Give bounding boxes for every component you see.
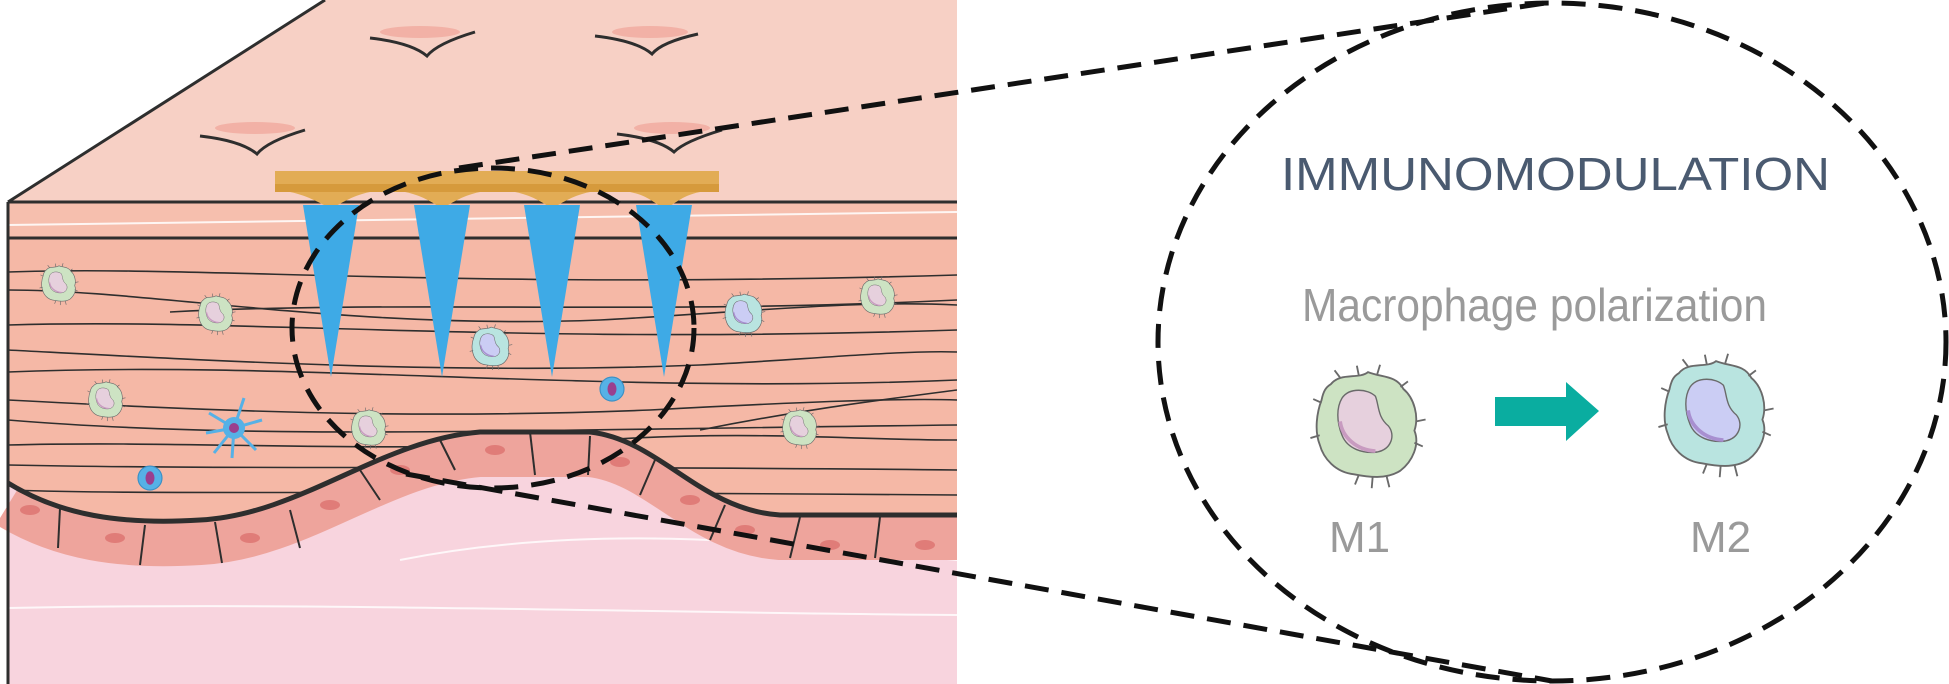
- skin-surface: [8, 0, 957, 202]
- magnified-region-outline: [289, 165, 697, 491]
- dendritic-cell: [205, 397, 263, 459]
- panel-title: IMMUNOMODULATION: [1281, 148, 1830, 200]
- zoom-connector-bottom: [405, 471, 1553, 684]
- cell-dividers: [57, 431, 881, 566]
- skin-creases: [199, 26, 723, 157]
- m1-macrophage-large: [1308, 362, 1428, 491]
- m1-label: M1: [1329, 513, 1390, 562]
- zoom-panel-outline: [1155, 0, 1949, 684]
- immune-cell: [599, 376, 625, 402]
- epidermis-band: [8, 202, 957, 238]
- block-edge: [7, 0, 326, 204]
- microneedle: [303, 205, 359, 377]
- m2-macrophage-large: [1656, 351, 1776, 480]
- microneedle: [414, 205, 470, 377]
- patch-backing-edge: [275, 184, 719, 192]
- microneedle: [636, 205, 692, 377]
- basement-membrane: [6, 429, 957, 524]
- microneedle: [524, 205, 580, 377]
- immune-cell: [137, 465, 163, 491]
- microneedle-patch: [275, 171, 719, 377]
- m2-label: M2: [1690, 513, 1751, 562]
- tissue-streak: [7, 605, 958, 616]
- panel-subtitle: Macrophage polarization: [1302, 279, 1767, 331]
- polarization-arrow: [1495, 382, 1599, 441]
